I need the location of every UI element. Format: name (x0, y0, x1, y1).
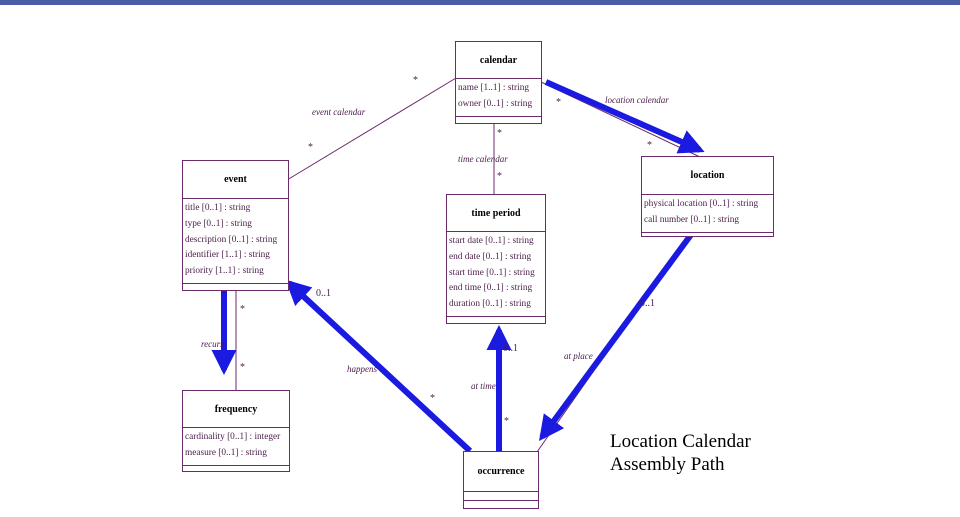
caption-line-2: Assembly Path (610, 454, 725, 475)
mult-event-calendar-event-end: * (308, 142, 313, 153)
mult-at-place-location-end: 0..1 (640, 298, 655, 309)
label-at-time: at time (471, 381, 496, 391)
class-location-operations (642, 233, 773, 240)
mult-location-calendar-calendar-end: * (556, 97, 561, 108)
mult-event-calendar-calendar-end: * (413, 75, 418, 86)
caption-line-1: Location Calendar (610, 431, 751, 452)
class-occurrence[interactable]: occurrence (463, 451, 539, 509)
attribute: identifier [1..1] : string (185, 250, 270, 261)
class-occurrence-attributes (464, 492, 538, 501)
class-frequency-operations (183, 466, 289, 473)
class-location-attributes: physical location [0..1] : string call n… (642, 195, 773, 233)
label-recurs: recurs (201, 339, 224, 349)
mult-recurs-event-end: * (240, 304, 245, 315)
assoc-event-calendar-line (286, 77, 457, 181)
header-bar (0, 0, 960, 5)
class-time-period-attributes: start date [0..1] : string end date [0..… (447, 232, 545, 317)
label-at-place: at place (564, 351, 593, 361)
label-happens: happens (347, 364, 377, 374)
mult-time-calendar-time-period-end: * (497, 171, 502, 182)
class-time-period-operations (447, 317, 545, 324)
mult-happens-occurrence-end: * (430, 393, 435, 404)
class-occurrence-operations (464, 501, 538, 508)
attribute: priority [1..1] : string (185, 266, 264, 277)
attribute: measure [0..1] : string (185, 447, 267, 458)
mult-at-time-occurrence-end: * (504, 416, 509, 427)
path-arrow-calendar-location (544, 79, 705, 154)
attribute: end date [0..1] : string (449, 251, 532, 262)
mult-at-time-time-period-end: 0..1 (503, 343, 518, 354)
attribute: owner [0..1] : string (458, 98, 533, 109)
class-frequency-name: frequency (183, 391, 289, 428)
attribute: start time [0..1] : string (449, 267, 535, 278)
mult-location-calendar-location-end: * (647, 140, 652, 151)
mult-time-calendar-calendar-end: * (497, 128, 502, 139)
attribute: call number [0..1] : string (644, 214, 740, 225)
mult-happens-event-end: 0..1 (316, 288, 331, 299)
label-location-calendar: location calendar (605, 95, 669, 105)
attribute: start date [0..1] : string (449, 236, 534, 246)
mult-recurs-frequency-end: * (240, 362, 245, 373)
class-event[interactable]: event title [0..1] : string type [0..1] … (182, 160, 289, 291)
path-arrow-occurrence-event (285, 279, 473, 454)
class-location[interactable]: location physical location [0..1] : stri… (641, 156, 774, 237)
attribute: duration [0..1] : string (449, 299, 531, 310)
class-calendar-operations (456, 117, 541, 124)
attribute: physical location [0..1] : string (644, 199, 759, 209)
class-location-name: location (642, 157, 773, 195)
class-frequency[interactable]: frequency cardinality [0..1] : integer m… (182, 390, 290, 472)
attribute: type [0..1] : string (185, 218, 252, 229)
class-time-period[interactable]: time period start date [0..1] : string e… (446, 194, 546, 324)
diagram-caption: Location Calendar Assembly Path (610, 430, 751, 476)
attribute: title [0..1] : string (185, 203, 251, 213)
class-event-attributes: title [0..1] : string type [0..1] : stri… (183, 199, 288, 284)
class-time-period-name: time period (447, 195, 545, 232)
attribute: description [0..1] : string (185, 234, 278, 245)
attribute: name [1..1] : string (458, 83, 530, 93)
class-calendar-name: calendar (456, 42, 541, 79)
attribute: end time [0..1] : string (449, 283, 533, 294)
path-arrow-location-occurrence (539, 230, 696, 442)
label-event-calendar: event calendar (312, 107, 366, 117)
attribute: cardinality [0..1] : integer (185, 432, 281, 442)
class-event-name: event (183, 161, 288, 199)
label-time-calendar: time calendar (458, 154, 508, 164)
class-event-operations (183, 284, 288, 291)
class-frequency-attributes: cardinality [0..1] : integer measure [0.… (183, 428, 289, 466)
class-calendar-attributes: name [1..1] : string owner [0..1] : stri… (456, 79, 541, 117)
class-occurrence-name: occurrence (464, 452, 538, 492)
class-calendar[interactable]: calendar name [1..1] : string owner [0..… (455, 41, 542, 124)
